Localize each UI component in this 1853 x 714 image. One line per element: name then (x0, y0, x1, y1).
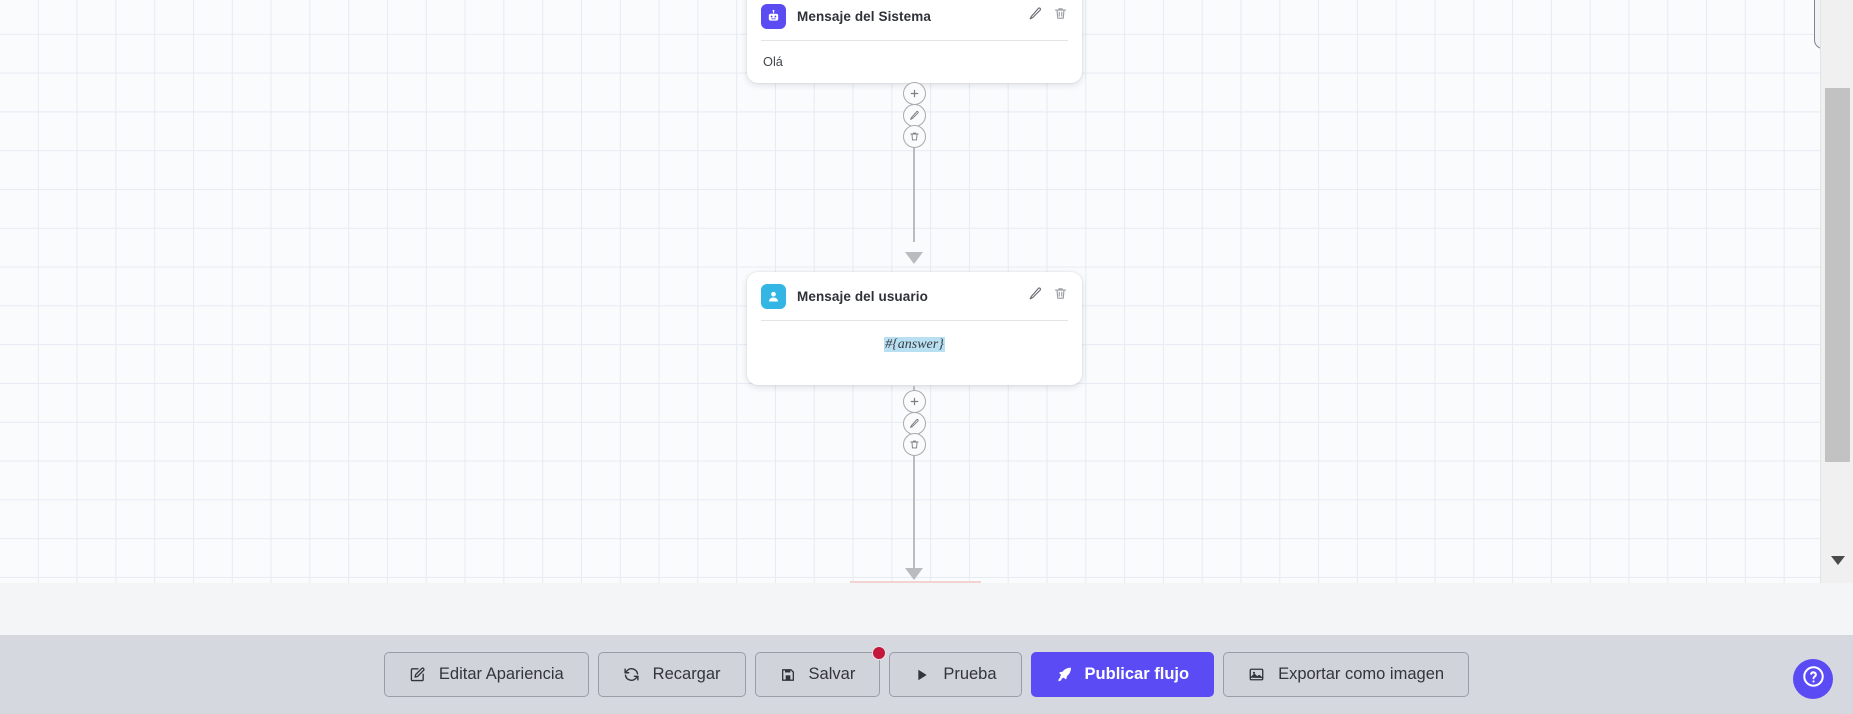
node-user-message[interactable]: Mensaje del usuario (747, 272, 1082, 385)
variable-token[interactable]: #{answer} (884, 337, 945, 352)
connector-controls-1 (902, 82, 926, 149)
offscreen-node-bottom-edge (850, 581, 981, 583)
node-system-message[interactable]: Mensaje del Sistema O (747, 0, 1082, 83)
delete-connection-button[interactable] (902, 125, 926, 149)
button-label: Recargar (652, 665, 721, 683)
test-button[interactable]: Prueba (889, 652, 1022, 697)
trash-icon[interactable] (1053, 286, 1068, 306)
node-actions (1028, 6, 1068, 26)
delete-connection-button[interactable] (902, 433, 926, 457)
edit-connection-button[interactable] (902, 411, 926, 435)
pencil-square-icon (409, 666, 426, 683)
bot-icon (761, 3, 786, 29)
connector-arrow-1 (905, 252, 923, 264)
save-badge-dot (872, 646, 887, 660)
edit-connection-button[interactable] (902, 103, 926, 127)
button-label: Prueba (943, 665, 997, 683)
connector-arrow-2 (905, 568, 923, 580)
edit-appearance-button[interactable]: Editar Apariencia (383, 652, 589, 697)
refresh-icon (623, 666, 640, 683)
button-label: Salvar (808, 665, 856, 683)
node-divider (761, 40, 1068, 41)
publish-flow-button[interactable]: Publicar flujo (1030, 652, 1215, 697)
add-node-button[interactable] (902, 82, 926, 105)
scrollbar-thumb[interactable] (1825, 88, 1850, 462)
button-label: Editar Apariencia (438, 665, 564, 683)
trash-icon[interactable] (1053, 6, 1068, 26)
add-node-button[interactable] (902, 390, 926, 413)
node-title: Mensaje del Sistema (797, 8, 931, 24)
user-icon (761, 283, 786, 309)
node-body-text: #{answer} (747, 321, 1082, 355)
save-button[interactable]: Salvar (754, 646, 887, 697)
button-label: Exportar como imagen (1278, 665, 1445, 683)
node-header: Mensaje del Sistema (747, 0, 1082, 40)
node-body-text: Olá (763, 54, 783, 69)
bottom-toolbar: Editar Apariencia Recargar (0, 635, 1853, 714)
connector-controls-2 (902, 390, 926, 457)
image-icon (1248, 666, 1265, 683)
pencil-icon[interactable] (1028, 6, 1043, 26)
pencil-icon[interactable] (1028, 286, 1043, 306)
reload-button[interactable]: Recargar (597, 652, 746, 697)
node-header: Mensaje del usuario (747, 272, 1082, 320)
save-icon (780, 667, 796, 683)
node-title: Mensaje del usuario (797, 288, 928, 304)
help-circle-icon (1800, 663, 1827, 695)
connector-line-2 (913, 386, 915, 579)
vertical-scrollbar[interactable] (1820, 0, 1853, 583)
export-image-button[interactable]: Exportar como imagen (1223, 652, 1470, 697)
button-label: Publicar flujo (1084, 665, 1190, 683)
node-actions (1028, 286, 1068, 306)
canvas-footer-gap (0, 583, 1853, 635)
play-icon (914, 667, 930, 683)
help-button[interactable] (1793, 659, 1833, 699)
flow-canvas[interactable]: Mensaje del Sistema O (0, 0, 1853, 583)
chevron-down-icon[interactable] (1830, 556, 1845, 565)
node-divider (761, 320, 1068, 321)
connector-line-1 (913, 84, 915, 242)
rocket-icon (1056, 666, 1073, 683)
